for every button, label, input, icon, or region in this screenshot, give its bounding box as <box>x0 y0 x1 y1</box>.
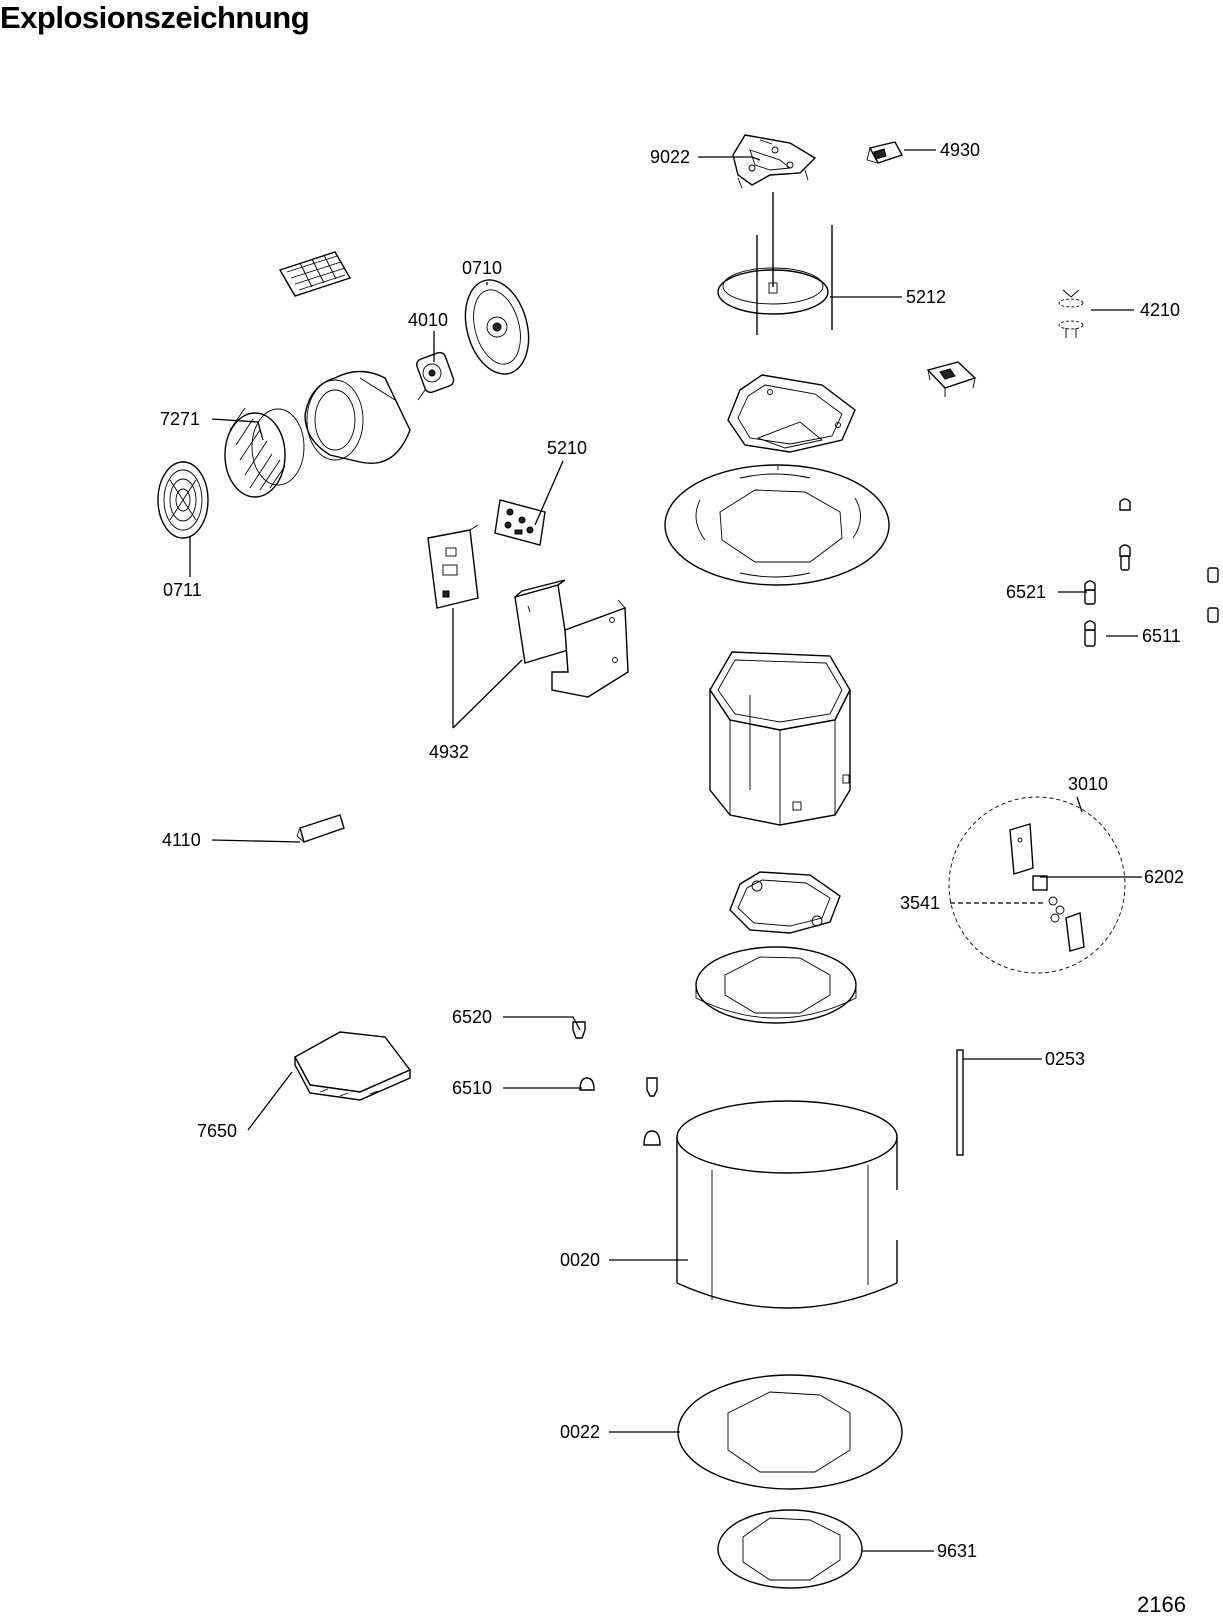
label-7650: 7650 <box>197 1121 237 1141</box>
label-7271: 7271 <box>160 409 200 429</box>
part-0020-cylinder <box>676 1100 898 1309</box>
label-5210: 5210 <box>547 438 587 458</box>
part-0022-ring <box>677 1374 903 1490</box>
part-screws <box>1084 498 1219 647</box>
part-4110-transformer <box>296 814 345 843</box>
part-labels: 9022 4930 5212 4210 0710 4010 7271 5210 … <box>160 140 1186 1617</box>
part-octagon-tray-upper <box>727 374 856 453</box>
part-terminal-box <box>926 361 977 397</box>
part-5212-ring <box>717 192 833 335</box>
label-6510: 6510 <box>452 1078 492 1098</box>
label-5212: 5212 <box>906 287 946 307</box>
part-9631-ring <box>717 1509 863 1589</box>
label-9631: 9631 <box>937 1541 977 1561</box>
part-electronics-box <box>514 579 569 664</box>
part-octagon-tray-lower <box>729 871 841 934</box>
label-9022: 9022 <box>650 147 690 167</box>
label-0253: 0253 <box>1045 1049 1085 1069</box>
label-0710: 0710 <box>462 258 502 278</box>
label-0022: 0022 <box>560 1422 600 1442</box>
part-9022-bracket <box>732 134 817 189</box>
part-4930-module <box>866 141 904 164</box>
label-0020: 0020 <box>560 1250 600 1270</box>
part-large-ring-slotted <box>664 464 890 586</box>
label-4110: 4110 <box>162 830 201 850</box>
part-grease-filter-grid <box>278 251 352 297</box>
label-3010: 3010 <box>1068 774 1108 794</box>
part-5210-circuit-board <box>494 499 546 546</box>
label-0711: 0711 <box>163 580 202 600</box>
part-4010-motor <box>416 351 455 401</box>
drawing-number: 2166 <box>1137 1592 1186 1617</box>
part-7650-filter <box>294 1031 412 1101</box>
label-6511: 6511 <box>1142 626 1181 646</box>
part-0710-plate <box>464 279 530 375</box>
part-blower-housing <box>304 370 411 464</box>
label-4930: 4930 <box>940 140 980 160</box>
label-6202: 6202 <box>1144 867 1184 887</box>
part-3010-detail <box>948 796 1126 974</box>
part-control-panel <box>427 524 479 609</box>
part-7271-impeller <box>224 407 305 498</box>
label-6520: 6520 <box>452 1007 492 1027</box>
part-clips <box>572 1021 661 1146</box>
part-octagon-ring <box>695 946 857 1024</box>
page-title: Explosionszeichnung <box>0 0 310 35</box>
part-4210-lamp <box>1058 289 1084 338</box>
label-4010: 4010 <box>408 310 448 330</box>
label-6521: 6521 <box>1006 582 1046 602</box>
part-octagonal-housing <box>709 651 851 826</box>
part-mounting-bracket <box>551 599 629 698</box>
label-4932: 4932 <box>429 742 469 762</box>
part-0253-rod <box>956 1049 964 1156</box>
leader-lines <box>189 149 1142 1552</box>
label-4210: 4210 <box>1140 300 1180 320</box>
label-3541: 3541 <box>900 893 940 913</box>
part-0711-grille <box>157 461 209 539</box>
